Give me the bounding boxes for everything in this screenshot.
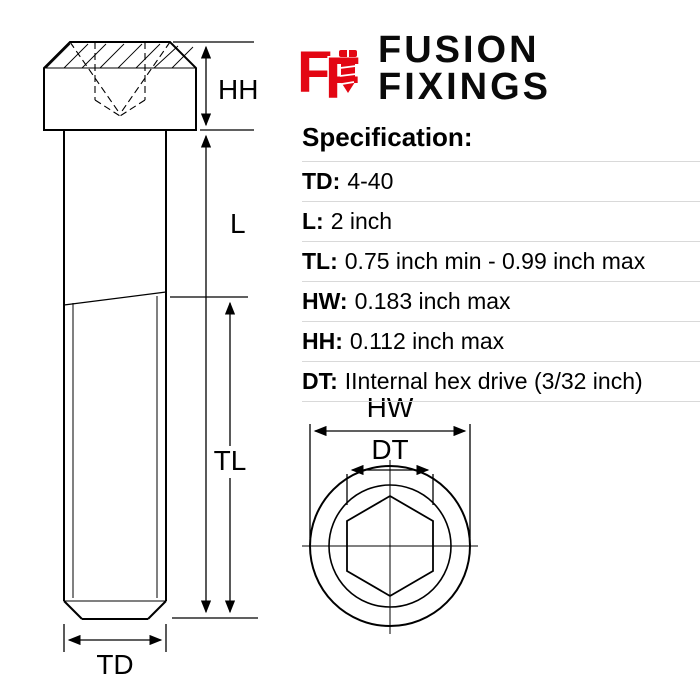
tip-chamfer-right	[147, 600, 167, 620]
dim-label-l: L	[230, 208, 246, 239]
dim-label-dt: DT	[371, 434, 408, 465]
spec-row-dt: DT:IInternal hex drive (3/32 inch)	[302, 362, 700, 402]
monogram-letter-1: F	[297, 40, 332, 105]
side-view-dimensions	[63, 41, 258, 652]
dim-label-hh: HH	[218, 74, 258, 105]
socket-chamfer-circle	[328, 484, 452, 608]
spec-label: TD:	[302, 168, 341, 194]
dim-label-tl: TL	[214, 445, 247, 476]
head-hatching	[45, 43, 194, 69]
tip-chamfer-left	[63, 600, 83, 620]
brand-name: FUSION FIXINGS	[378, 30, 551, 106]
brand-name-line1: FUSION	[378, 29, 540, 71]
side-view	[43, 41, 197, 620]
brand-name-line2: FIXINGS	[378, 66, 552, 108]
spec-row-hh: HH:0.112 inch max	[302, 322, 700, 362]
thread-runout-line	[63, 291, 167, 306]
top-view-dimensions	[309, 424, 471, 538]
spec-value: 2 inch	[330, 208, 393, 234]
spec-label: DT:	[302, 368, 338, 394]
spec-value: 0.75 inch min - 0.99 inch max	[344, 248, 646, 274]
hex-socket-outline	[346, 494, 434, 598]
ff-screw-monogram-icon: F F	[297, 40, 362, 106]
spec-label: TL:	[302, 248, 338, 274]
top-view	[302, 460, 478, 634]
screw-glyph-icon	[339, 50, 357, 93]
spec-value: IInternal hex drive (3/32 inch)	[344, 368, 643, 394]
spec-value: 4-40	[347, 168, 394, 194]
fusion-fixings-logo: F F FUSION FIXINGS	[296, 30, 551, 106]
spec-value: 0.112 inch max	[349, 328, 505, 354]
dim-label-td: TD	[96, 649, 133, 680]
screw-head-outline	[43, 41, 197, 131]
spec-row-tl: TL:0.75 inch min - 0.99 inch max	[302, 242, 700, 282]
spec-value: 0.183 inch max	[354, 288, 511, 314]
specification-title: Specification:	[302, 122, 700, 162]
spec-label: HH:	[302, 328, 343, 354]
dim-label-hw: HW	[367, 392, 414, 423]
specification-panel: Specification: TD:4-40 L:2 inch TL:0.75 …	[302, 122, 700, 402]
spec-row-hw: HW:0.183 inch max	[302, 282, 700, 322]
spec-label: L:	[302, 208, 324, 234]
socket-hidden-lines	[69, 41, 171, 117]
spec-row-td: TD:4-40	[302, 162, 700, 202]
spec-label: HW:	[302, 288, 348, 314]
spec-row-l: L:2 inch	[302, 202, 700, 242]
